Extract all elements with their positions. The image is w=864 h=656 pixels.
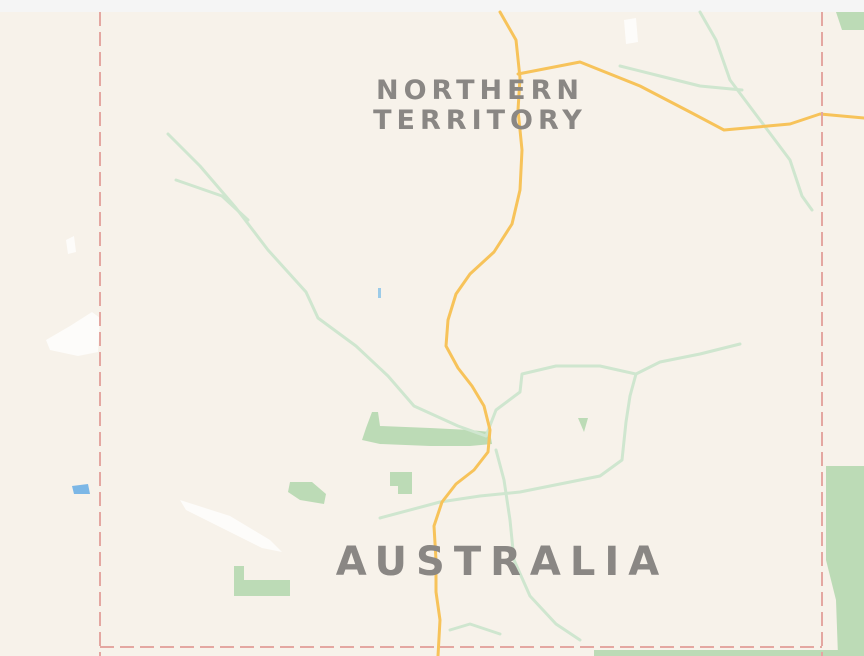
park-area — [836, 12, 864, 30]
park-area — [362, 412, 492, 446]
state-label-line: TERRITORY — [373, 105, 587, 137]
highway — [432, 10, 524, 656]
park-area — [390, 472, 412, 494]
river — [448, 622, 502, 636]
parks — [234, 12, 864, 656]
river — [378, 372, 638, 520]
river — [166, 132, 488, 438]
park-area — [594, 650, 864, 656]
salt-lake — [46, 312, 100, 356]
park-area — [234, 566, 290, 596]
park-area — [578, 418, 588, 432]
river — [698, 10, 814, 212]
salt-patches — [46, 18, 638, 552]
top-strip — [0, 0, 864, 12]
waterhole — [378, 288, 381, 298]
country-label-australia: AUSTRALIA — [335, 539, 669, 585]
borders — [99, 12, 823, 656]
park-area — [826, 466, 864, 656]
roads — [432, 10, 864, 656]
river — [494, 448, 582, 642]
rivers — [166, 10, 814, 642]
state-label-northern-territory: NORTHERN TERRITORY — [330, 75, 630, 137]
river — [484, 342, 742, 438]
river — [174, 178, 250, 222]
river — [618, 64, 744, 92]
state-label-line: NORTHERN — [376, 75, 584, 106]
salt-lake — [624, 18, 638, 44]
park-area — [288, 482, 326, 504]
lake — [72, 484, 90, 494]
highway — [516, 60, 864, 132]
salt-lake — [66, 236, 76, 254]
salt-lake — [180, 500, 282, 552]
